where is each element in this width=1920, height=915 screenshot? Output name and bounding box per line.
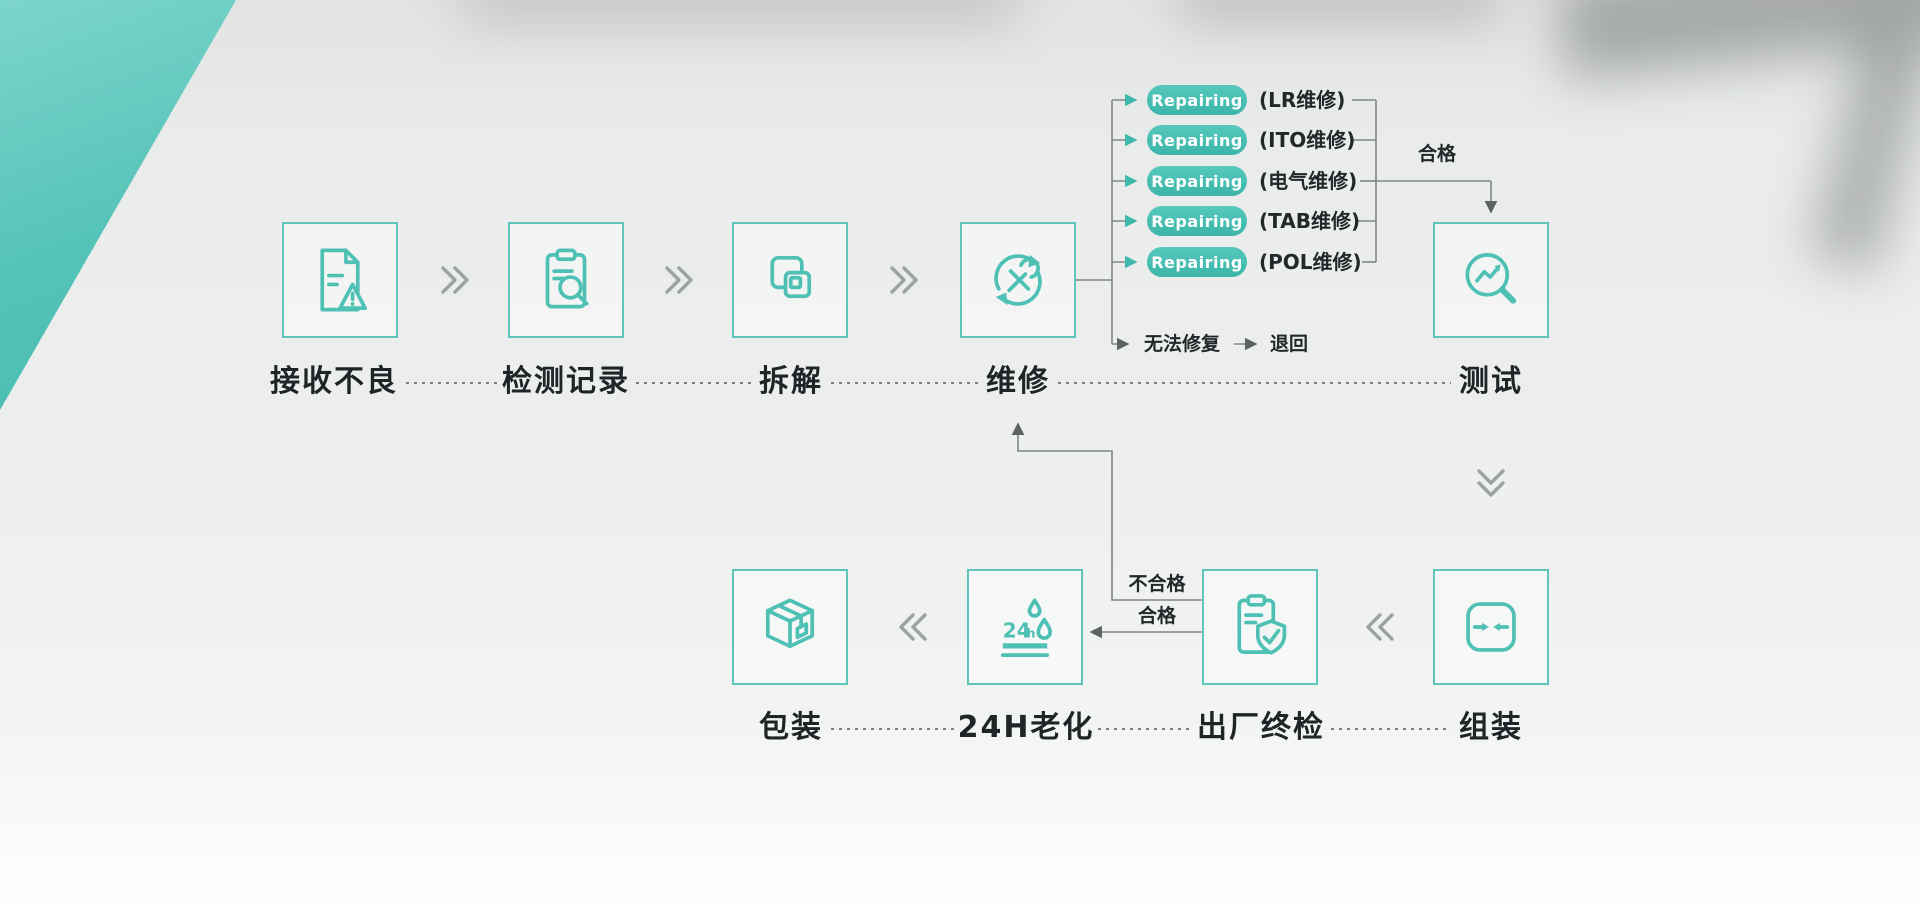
repair-cycle-icon [994,254,1042,306]
chevron-down-icon [1477,469,1505,497]
assemble-icon [1466,602,1516,652]
badge-text: Repairing [1151,90,1243,110]
svg-text:h: h [1026,625,1035,640]
step-box-inspection-record [508,222,624,338]
badge-text: Repairing [1151,211,1243,231]
repairing-badge-electrical: Repairing [1147,166,1247,196]
repairing-badge-pol: Repairing [1147,247,1247,277]
branch-label-electrical: (电气维修) [1259,169,1358,193]
step-box-repair [960,222,1076,338]
background-blur-shape [1180,0,1500,22]
step-label-disassemble: 拆解 [759,364,823,399]
repairing-badge-tab: Repairing [1147,206,1247,236]
background-blur-shape [1555,0,1920,80]
step-box-packaging [732,569,848,685]
disassemble-icon [770,255,812,299]
branch-label-pol: (POL维修) [1259,250,1362,274]
step-label-packaging: 包装 [759,710,823,745]
badge-text: Repairing [1151,252,1243,272]
pass-label-top: 合格 [1417,143,1457,165]
chevron-left-icon [1366,613,1394,641]
repairing-badge-lr: Repairing [1147,85,1247,115]
step-label-inspection-record: 检测记录 [502,364,630,399]
step-label-test: 测试 [1459,364,1523,399]
background-blur-shape [460,0,1020,26]
branch-label-lr: (LR维修) [1259,88,1346,112]
final-inspection-icon [1237,594,1287,655]
chevron-right-icon [890,266,918,294]
step-box-assemble [1433,569,1549,685]
repairing-badge-ito: Repairing [1147,125,1247,155]
aging-24h-icon: 24 h [1000,598,1053,657]
step-box-aging: 24 h [967,569,1083,685]
background-blur-shape [1808,23,1920,273]
chevron-right-icon [441,266,469,294]
pass-label-bottom: 合格 [1137,605,1177,627]
step-box-final-inspection [1202,569,1318,685]
unrepairable-label: 无法修复 [1144,333,1221,355]
fail-label-bottom: 不合格 [1128,573,1186,595]
branch-label-ito: (ITO维修) [1259,128,1356,152]
document-warning-icon [320,248,368,312]
badge-text: Repairing [1151,130,1243,150]
step-label-receive-defect: 接收不良 [270,364,398,399]
chevron-right-icon [665,266,693,294]
step-box-test [1433,222,1549,338]
step-label-aging: 24H老化 [957,710,1095,745]
badge-text: Repairing [1151,171,1243,191]
chevron-left-icon [899,613,927,641]
step-box-receive-defect [282,222,398,338]
step-label-repair: 维修 [986,364,1050,399]
teal-corner-wedge [0,0,236,410]
test-magnifier-icon [1465,252,1517,304]
branch-label-tab: (TAB维修) [1259,209,1361,233]
return-label: 退回 [1270,333,1309,355]
step-label-assemble: 组装 [1459,710,1523,745]
clipboard-search-icon [545,248,589,309]
step-box-disassemble [732,222,848,338]
step-label-final-inspection: 出厂终检 [1197,710,1325,745]
package-box-icon [765,598,815,649]
svg-text:24: 24 [1003,618,1031,642]
